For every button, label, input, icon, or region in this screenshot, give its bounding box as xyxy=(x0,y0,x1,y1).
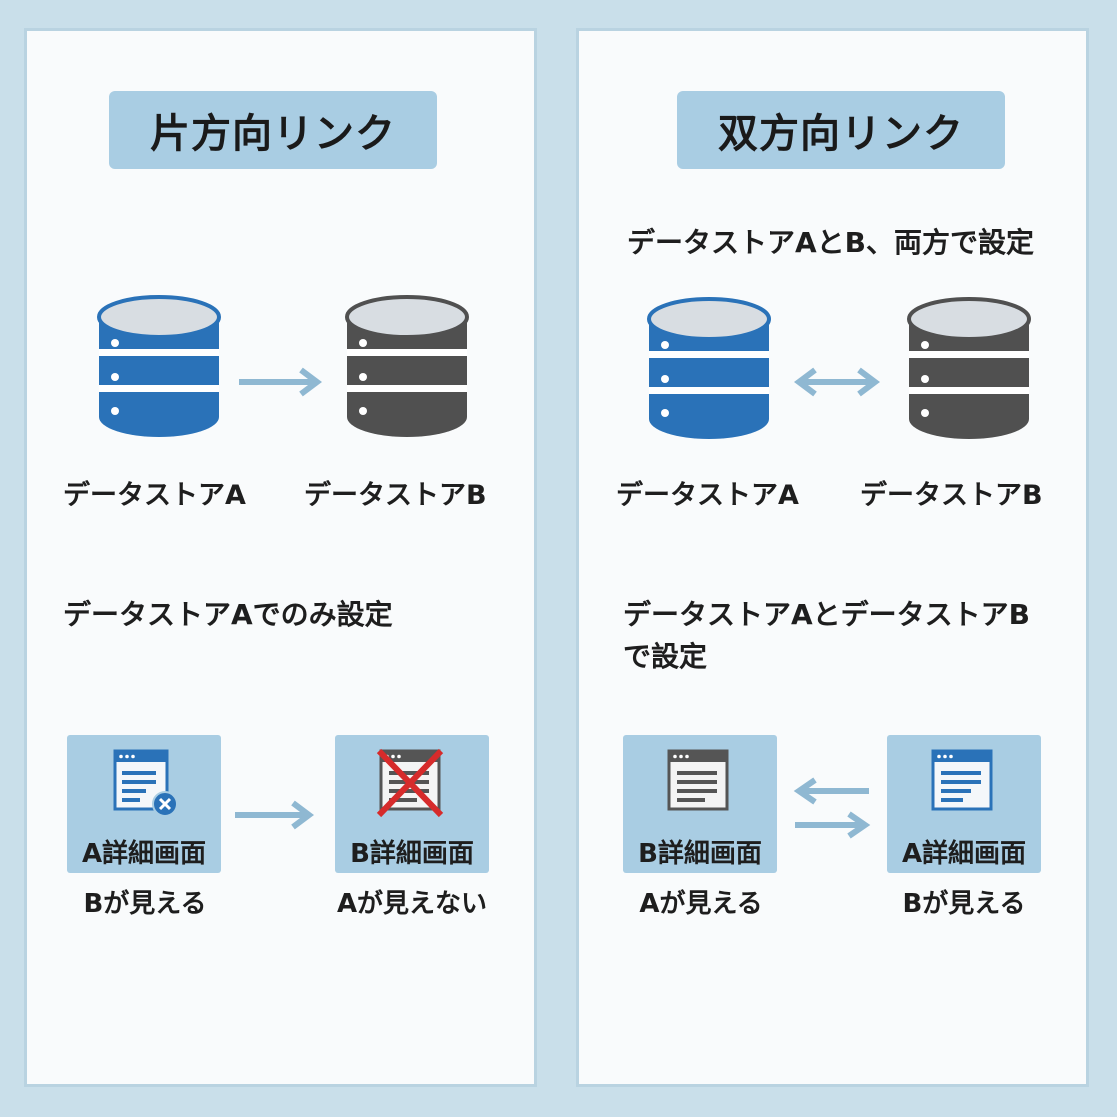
arrow-right-icon xyxy=(235,800,314,830)
screen-b-status: Aが見えない xyxy=(336,889,488,919)
screen-a-detail: A詳細画面 xyxy=(887,735,1041,873)
screen-a-status: Bが見える xyxy=(902,889,1026,919)
store-b-label: データストアB xyxy=(860,480,1043,511)
screen-a-name: A詳細画面 xyxy=(81,839,207,869)
window-icon xyxy=(931,749,993,811)
database-icon xyxy=(647,297,771,439)
panel-title-two-way: 双方向リンク xyxy=(677,91,1005,169)
store-b-label: データストアB xyxy=(304,480,487,511)
arrow-right-icon xyxy=(239,367,322,397)
red-x-icon xyxy=(376,748,444,818)
screen-b-detail: B詳細画面 xyxy=(335,735,489,873)
window-icon xyxy=(376,748,444,818)
setting-note-line1: データストアAとデータストアB xyxy=(623,598,1031,631)
screen-b-detail: B詳細画面 xyxy=(623,735,777,873)
double-arrow-icon xyxy=(794,367,880,397)
setting-note-line2: で設定 xyxy=(623,640,708,673)
double-arrow-icon xyxy=(793,777,871,839)
screen-a-name: A詳細画面 xyxy=(901,839,1027,869)
store-a-label: データストアA xyxy=(616,480,799,511)
database-icon xyxy=(907,297,1031,439)
one-way-link-panel: 片方向リンク データストアA データストアB データストアAでのみ設定 xyxy=(24,28,537,1087)
window-icon xyxy=(113,749,178,817)
screen-b-status: Aが見える xyxy=(639,889,763,919)
screen-a-status: Bが見える xyxy=(83,889,207,919)
window-icon xyxy=(667,749,729,811)
panel-subtitle: データストアAとB、両方で設定 xyxy=(627,226,1035,259)
panel-title-one-way: 片方向リンク xyxy=(109,91,437,169)
database-icon xyxy=(345,295,469,437)
screen-b-name: B詳細画面 xyxy=(350,839,474,869)
store-a-label: データストアA xyxy=(63,480,246,511)
screen-a-detail: A詳細画面 xyxy=(67,735,221,873)
two-way-link-panel: 双方向リンク データストアAとB、両方で設定 データストアA データストアB デ… xyxy=(576,28,1089,1087)
screen-b-name: B詳細画面 xyxy=(638,839,762,869)
setting-note: データストアAでのみ設定 xyxy=(63,598,393,631)
database-icon xyxy=(97,295,221,437)
